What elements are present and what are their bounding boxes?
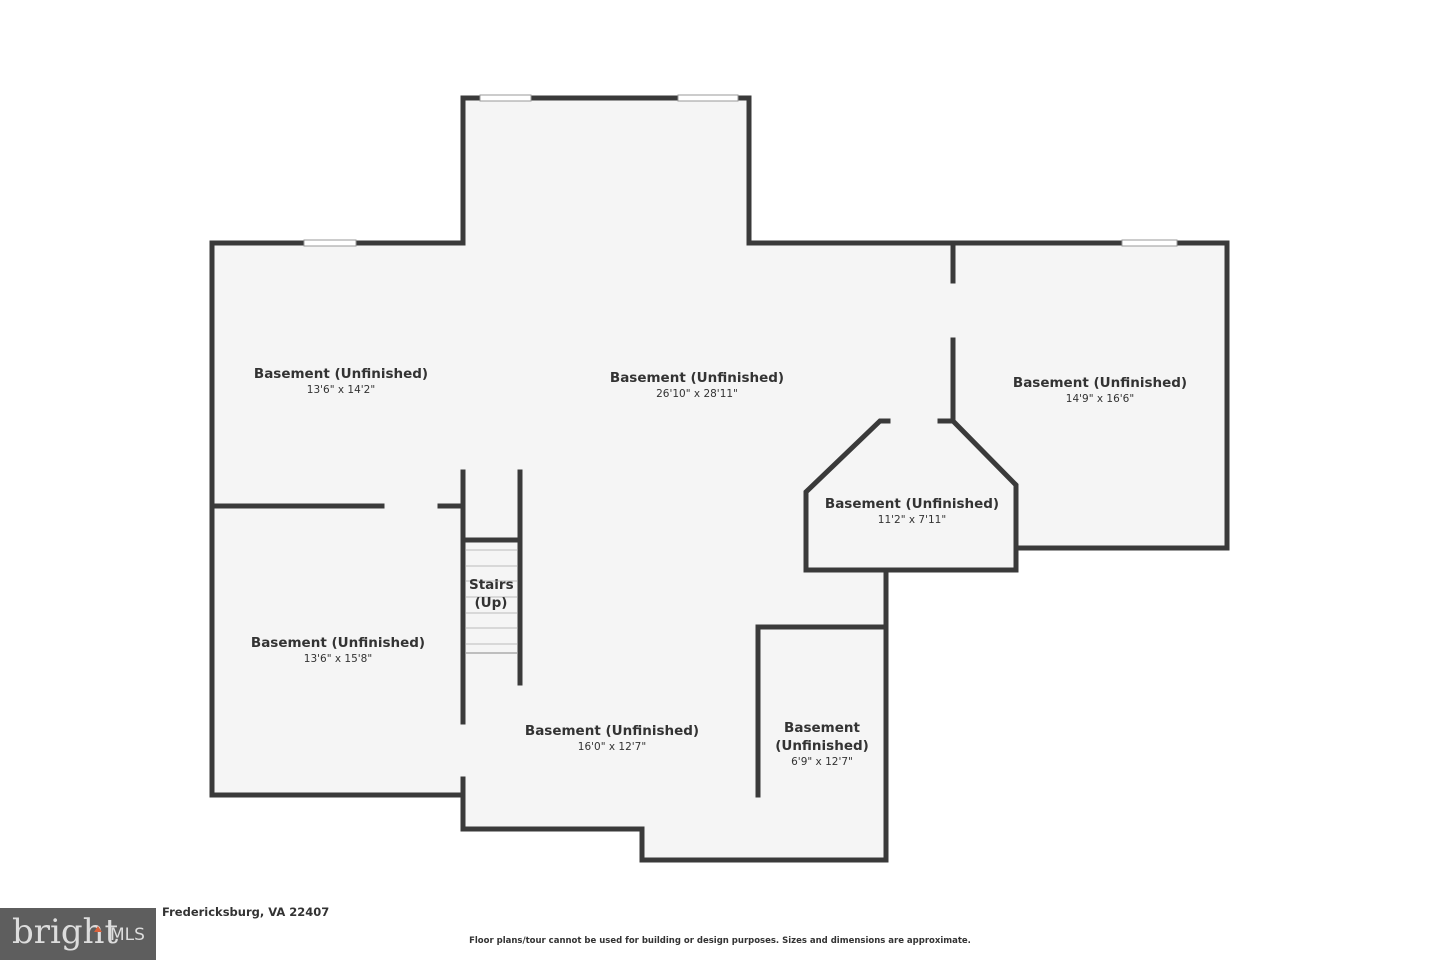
room-label: Basement (Unfinished) 13'6" x 14'2" (254, 365, 428, 398)
room-name: Basement (Unfinished) (775, 720, 869, 754)
walls (209, 95, 1230, 863)
room-dims: 16'0" x 12'7" (577, 741, 647, 753)
room-dims: 13'6" x 14'2" (306, 384, 376, 396)
room-dims: 6'9" x 12'7" (791, 756, 853, 768)
room-dims: 14'9" x 16'6" (1065, 393, 1135, 405)
room-name: Basement (Unfinished) (524, 723, 700, 739)
room-dims: 13'6" x 15'8" (303, 653, 373, 665)
stairs-label: Stairs (Up) (469, 576, 514, 612)
address: Fredericksburg, VA 22407 (162, 905, 330, 919)
room-label: Basement (Unfinished) 11'2" x 7'11" (825, 495, 999, 528)
windows (303, 94, 1178, 247)
room-label: Basement (Unfinished) 6'9" x 12'7" (772, 719, 872, 770)
room-name: Basement (Unfinished) (609, 370, 785, 386)
room-name: Basement (Unfinished) (824, 496, 1000, 512)
stair-treads (466, 549, 517, 654)
room-name: Stairs (Up) (469, 577, 514, 611)
room-dims: 26'10" x 28'11" (656, 388, 738, 400)
room-name: Basement (Unfinished) (253, 366, 429, 382)
room-label: Basement (Unfinished) 16'0" x 12'7" (525, 722, 699, 755)
room-label: Basement (Unfinished) 14'9" x 16'6" (1013, 374, 1187, 407)
disclaimer: Floor plans/tour cannot be used for buil… (469, 936, 971, 946)
room-label: Basement (Unfinished) 13'6" x 15'8" (251, 634, 425, 667)
room-dims: 11'2" x 7'11" (877, 514, 947, 526)
room-label: Basement (Unfinished) 26'10" x 28'11" (610, 369, 784, 402)
bright-mls-logo: bright MLS (0, 908, 156, 960)
logo-accent-icon (94, 926, 102, 932)
logo-suffix: MLS (110, 925, 145, 945)
room-name: Basement (Unfinished) (250, 635, 426, 651)
room-name: Basement (Unfinished) (1012, 375, 1188, 391)
logo-brand: bright (12, 912, 119, 952)
floor-area (212, 98, 1227, 860)
